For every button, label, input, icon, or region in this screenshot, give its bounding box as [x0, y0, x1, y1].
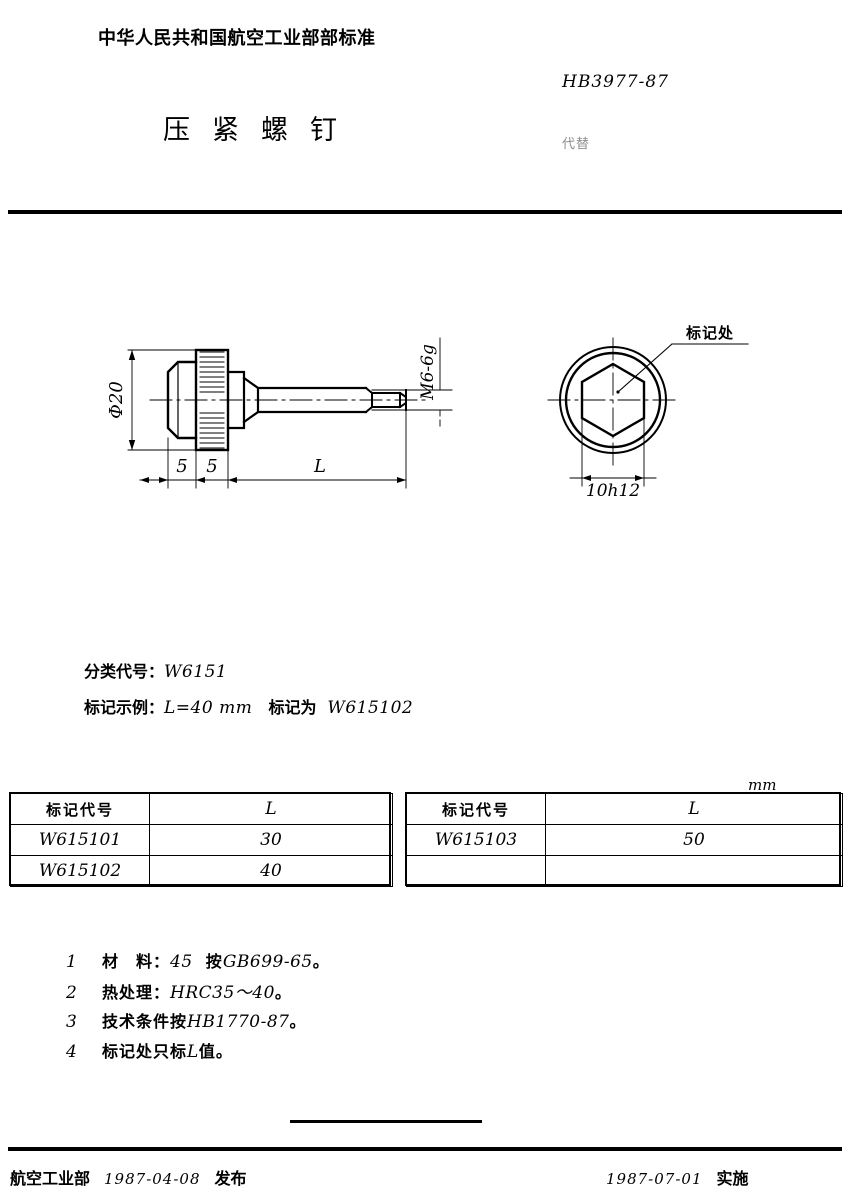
- note-item: 1 材 料：45 按GB699-65。: [66, 948, 330, 978]
- note-value: GB699-65: [222, 952, 313, 972]
- table-row: W615103 50: [406, 824, 843, 856]
- table-header-row: 标记代号 L: [406, 793, 843, 825]
- note-text: 热处理：HRC35～40。: [102, 978, 292, 1003]
- note-text: 标记处只标L值。: [102, 1038, 233, 1062]
- designation-table-left: 标记代号 L W615101 30 W615102 40: [10, 793, 393, 887]
- note-text: 材 料：45 按GB699-65。: [102, 948, 330, 972]
- note-value: HRC35～40: [170, 983, 275, 1003]
- note-part: 按: [205, 952, 223, 971]
- designation-table-right: 标记代号 L W615103 50: [406, 793, 843, 887]
- page-title: 压紧螺钉: [163, 115, 359, 146]
- replaces-label: 代替: [562, 137, 591, 152]
- footer-issue-date: 1987-04-08: [104, 1170, 201, 1188]
- note-part: 标记处只标: [102, 1042, 188, 1061]
- note-value: HB1770-87: [187, 1012, 290, 1032]
- note-part: 。: [215, 1042, 233, 1061]
- note-value: L: [187, 1042, 199, 1062]
- footer-effective-block: 1987-07-01 实施: [592, 1165, 749, 1189]
- note-text: 技术条件按HB1770-87。: [102, 1008, 307, 1032]
- note-part: 技术条件按: [102, 1012, 188, 1031]
- technical-drawing: Φ20 5 5 L M6-6g 10h12 标记处: [106, 324, 749, 501]
- marking-example-dimension: L=40 mm: [164, 698, 253, 718]
- cell-length: 40: [149, 855, 393, 887]
- note-part: 值: [198, 1042, 216, 1061]
- note-item: 4 标记处只标L值。: [66, 1038, 330, 1068]
- marking-example-label: 标记示例：: [84, 698, 165, 717]
- table-header-row: 标记代号 L: [10, 793, 393, 825]
- table-row: W615102 40: [10, 855, 393, 887]
- note-part: 热处理：: [102, 983, 171, 1002]
- cell-length: [545, 855, 843, 887]
- footer-effective-date: 1987-07-01: [606, 1170, 703, 1188]
- table-unit-label: mm: [748, 776, 777, 794]
- column-header-code: 标记代号: [10, 793, 150, 825]
- note-number: 1: [66, 952, 77, 972]
- dim-length: L: [313, 456, 326, 477]
- note-part: 。: [289, 1012, 307, 1031]
- dim-head-diameter: Φ20: [106, 381, 127, 419]
- footer-issue-block: 航空工业部 1987-04-08 发布: [10, 1165, 247, 1189]
- note-number: 2: [66, 983, 77, 1003]
- cell-code: [406, 855, 546, 887]
- note-part: 材 料：: [102, 952, 171, 971]
- note-part: 。: [274, 983, 292, 1002]
- classification-code-label: 分类代号：: [84, 662, 165, 681]
- standard-number: HB3977-87: [562, 72, 669, 92]
- notes-list: 1 材 料：45 按GB699-65。 2 热处理：HRC35～40。 3 技术…: [66, 948, 330, 1068]
- dim-thread: M6-6g: [418, 344, 438, 401]
- cell-length: 30: [149, 824, 393, 856]
- footer-divider-rule: [8, 1147, 842, 1151]
- classification-code-line: 分类代号：W6151: [84, 658, 227, 682]
- note-number: 4: [66, 1042, 77, 1062]
- cell-length: 50: [545, 824, 843, 856]
- marking-example-mid: 标记为: [268, 698, 317, 717]
- marking-example-code: W615102: [327, 698, 414, 718]
- note-item: 3 技术条件按HB1770-87。: [66, 1008, 330, 1038]
- classification-code-value: W6151: [164, 662, 228, 682]
- annotation-marking-location: 标记处: [685, 324, 734, 342]
- note-part: 。: [312, 952, 330, 971]
- note-item: 2 热处理：HRC35～40。: [66, 978, 330, 1008]
- dim-socket: 10h12: [586, 481, 640, 501]
- dim-head-thickness-1: 5: [176, 456, 187, 477]
- decorative-rule: [290, 1120, 482, 1123]
- note-number: 3: [66, 1012, 77, 1032]
- dim-head-thickness-2: 5: [206, 456, 217, 477]
- table-row: [406, 855, 843, 887]
- footer-issuer: 航空工业部: [10, 1169, 91, 1188]
- footer-issue-action: 发布: [214, 1169, 247, 1188]
- cell-code: W615103: [406, 824, 546, 856]
- marking-example-line: 标记示例：L=40 mm 标记为 W615102: [84, 694, 413, 718]
- column-header-length: L: [149, 793, 393, 825]
- header-divider-rule: [8, 210, 842, 214]
- table-row: W615101 30: [10, 824, 393, 856]
- cell-code: W615102: [10, 855, 150, 887]
- column-header-length: L: [545, 793, 843, 825]
- column-header-code: 标记代号: [406, 793, 546, 825]
- footer-effective-action: 实施: [716, 1169, 749, 1188]
- issuing-organization: 中华人民共和国航空工业部部标准: [98, 28, 376, 49]
- cell-code: W615101: [10, 824, 150, 856]
- note-value: 45: [170, 952, 193, 972]
